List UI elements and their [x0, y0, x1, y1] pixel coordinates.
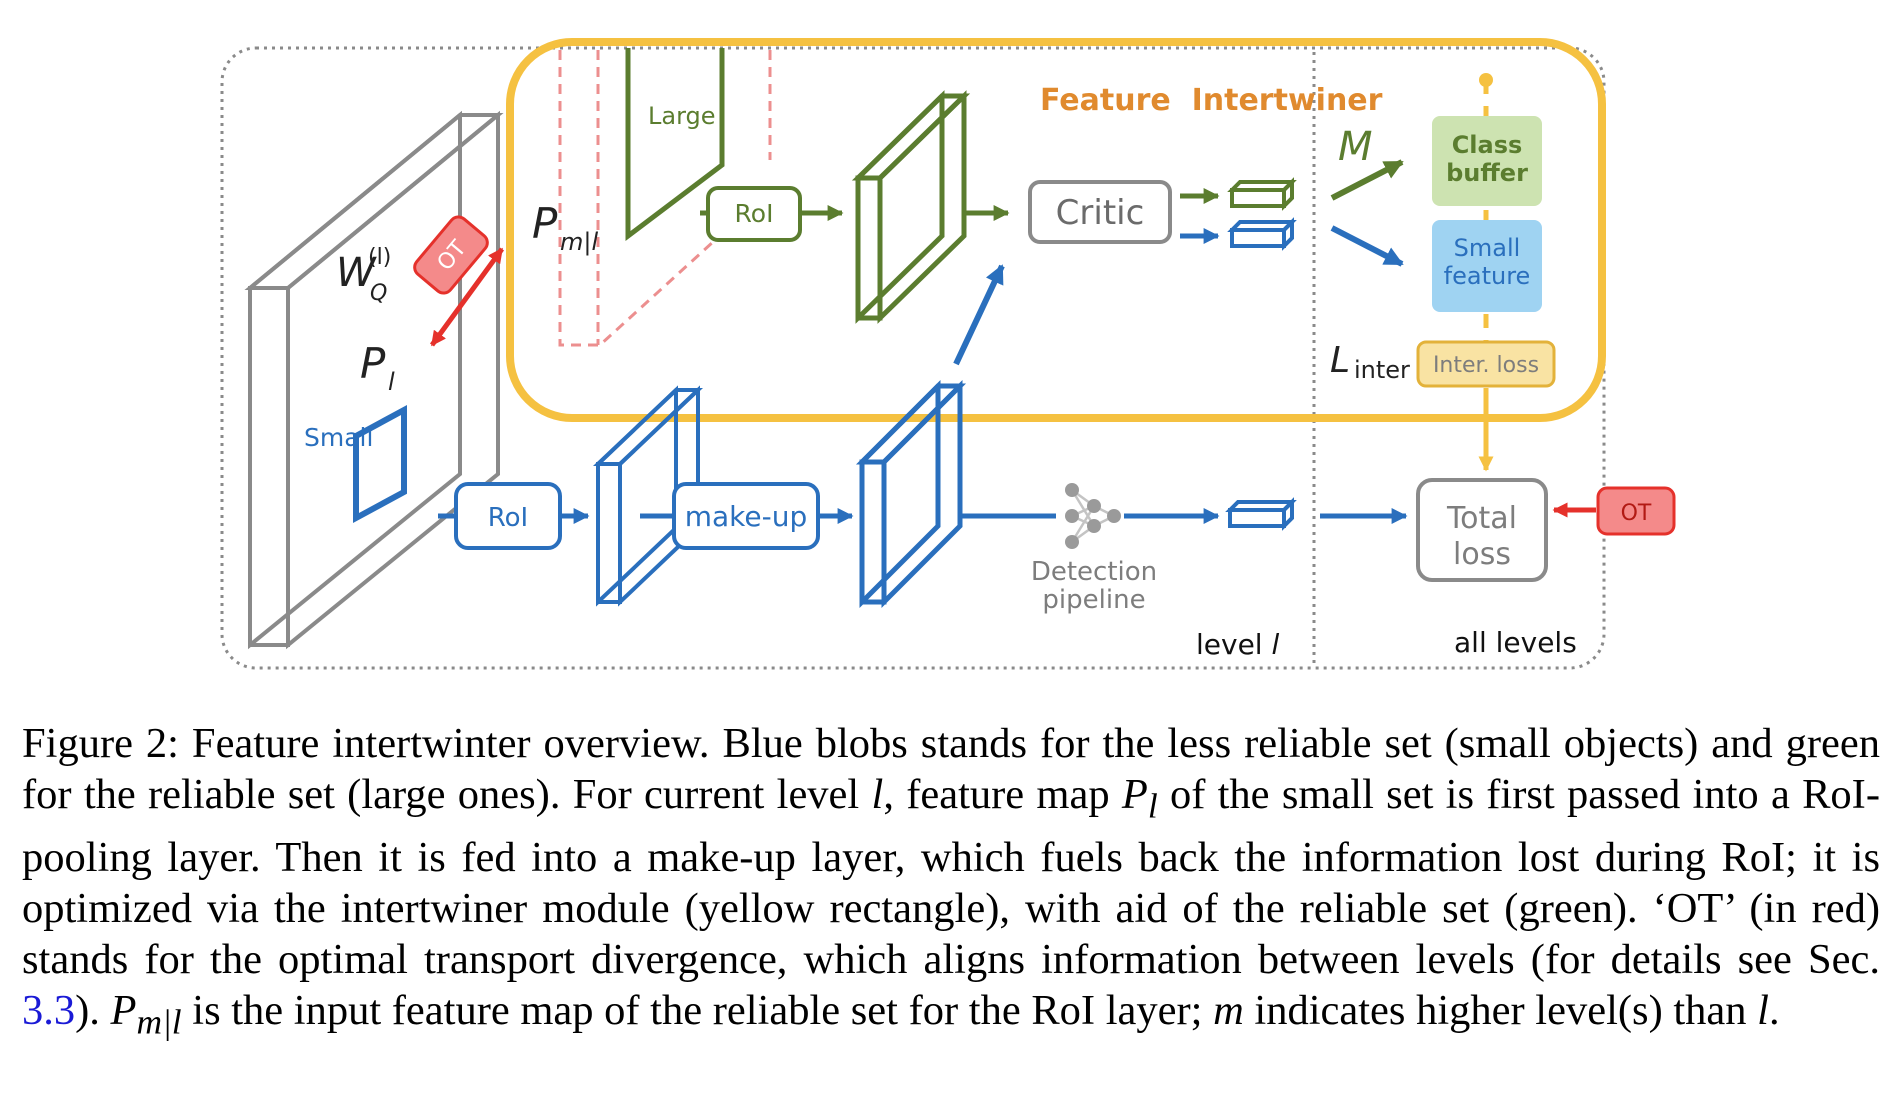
p-l-subscript: l	[388, 368, 395, 396]
block-to-critic-up-arrow	[953, 264, 1005, 366]
l-inter-subscript: inter	[1354, 356, 1410, 384]
small-feature-line1: Small	[1454, 234, 1521, 262]
total-loss-box	[1416, 478, 1548, 582]
w-symbol: W	[336, 250, 377, 296]
large-label: Large	[648, 102, 716, 130]
pml-planes	[558, 50, 772, 347]
green-vector-blob	[1227, 177, 1297, 211]
m-symbol: M	[1338, 124, 1373, 170]
inter-loss-box	[1416, 340, 1556, 388]
intertwiner-title: Feature Intertwiner	[1040, 83, 1383, 118]
detection-label-line1: Detection	[1031, 557, 1157, 587]
pipeline-vector-blob	[1225, 497, 1297, 531]
small-label: Small	[304, 423, 373, 452]
all-levels-label: all levels	[1454, 626, 1577, 659]
neural-net-icon	[1065, 483, 1121, 549]
makeup-label: make-up	[685, 500, 808, 533]
class-buffer-box	[1432, 116, 1542, 206]
detection-label-line2: pipeline	[1042, 585, 1145, 615]
blue-block-1	[592, 385, 704, 607]
small-feature-box	[1432, 220, 1542, 312]
w-superscript: (l)	[368, 245, 391, 270]
level-l-label: level l	[1196, 628, 1279, 661]
inter-loss-label: Inter. loss	[1433, 353, 1539, 378]
blue-block-2	[855, 379, 967, 609]
blue-vector-blob	[1227, 217, 1297, 251]
ot-right-label: OT	[1621, 501, 1652, 526]
ot-tag-right	[1596, 486, 1676, 536]
outer-frame	[220, 46, 1606, 670]
total-loss-line2: loss	[1453, 537, 1511, 572]
roi-green-label: RoI	[735, 199, 774, 228]
m-green-arrow	[1330, 159, 1404, 201]
ot-double-arrow	[429, 247, 505, 347]
large-plane	[625, 48, 725, 242]
roi-blue-label: RoI	[488, 503, 528, 533]
l-inter-symbol: L	[1330, 340, 1350, 381]
total-loss-line1: Total	[1446, 501, 1517, 536]
feature-map-plane	[244, 110, 504, 650]
class-buffer-line2: buffer	[1446, 159, 1528, 187]
section-ref-link[interactable]: 3.3	[22, 986, 76, 1034]
small-patch	[353, 404, 407, 524]
critic-label: Critic	[1056, 193, 1145, 233]
yellow-top-dot	[1479, 73, 1493, 87]
small-feature-line2: feature	[1444, 262, 1531, 290]
p-ml-symbol: P	[532, 199, 558, 248]
m-blue-arrow	[1330, 225, 1404, 267]
figure-caption: Figure 2: Feature intertwinter overview.…	[22, 720, 1880, 1041]
p-ml-subscript: m|l	[560, 228, 598, 256]
w-subscript: Q	[370, 281, 387, 306]
class-buffer-line1: Class	[1452, 131, 1523, 159]
intertwiner-box	[506, 38, 1606, 422]
p-l-symbol: P	[360, 339, 386, 388]
critic-box	[1028, 180, 1172, 244]
green-feature-block	[851, 90, 971, 324]
